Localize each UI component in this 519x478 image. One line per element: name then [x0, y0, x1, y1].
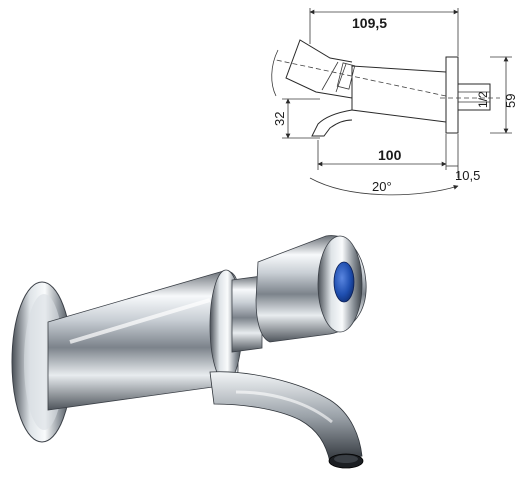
dim-wall-offset: 10,5 — [455, 168, 480, 183]
dim-spout-height: 32 — [272, 112, 287, 126]
tap-photo — [11, 235, 367, 469]
dim-angle: 20° — [372, 179, 392, 194]
spout-outline — [311, 109, 353, 137]
blue-push-button-icon — [333, 261, 355, 303]
tap-spout — [209, 371, 363, 463]
tap-head-outline — [285, 39, 353, 99]
dim-height: 59 — [503, 94, 518, 108]
dim-overall-length: 109,5 — [352, 15, 387, 31]
dim-spout-length: 100 — [378, 147, 402, 163]
wall-flange — [445, 56, 459, 134]
thread-connector — [457, 83, 491, 111]
technical-drawing: 109,5 32 59 1/2 100 10,5 20° — [271, 8, 518, 196]
dim-thread: 1/2 — [476, 91, 490, 108]
tap-body-outline — [351, 65, 447, 123]
